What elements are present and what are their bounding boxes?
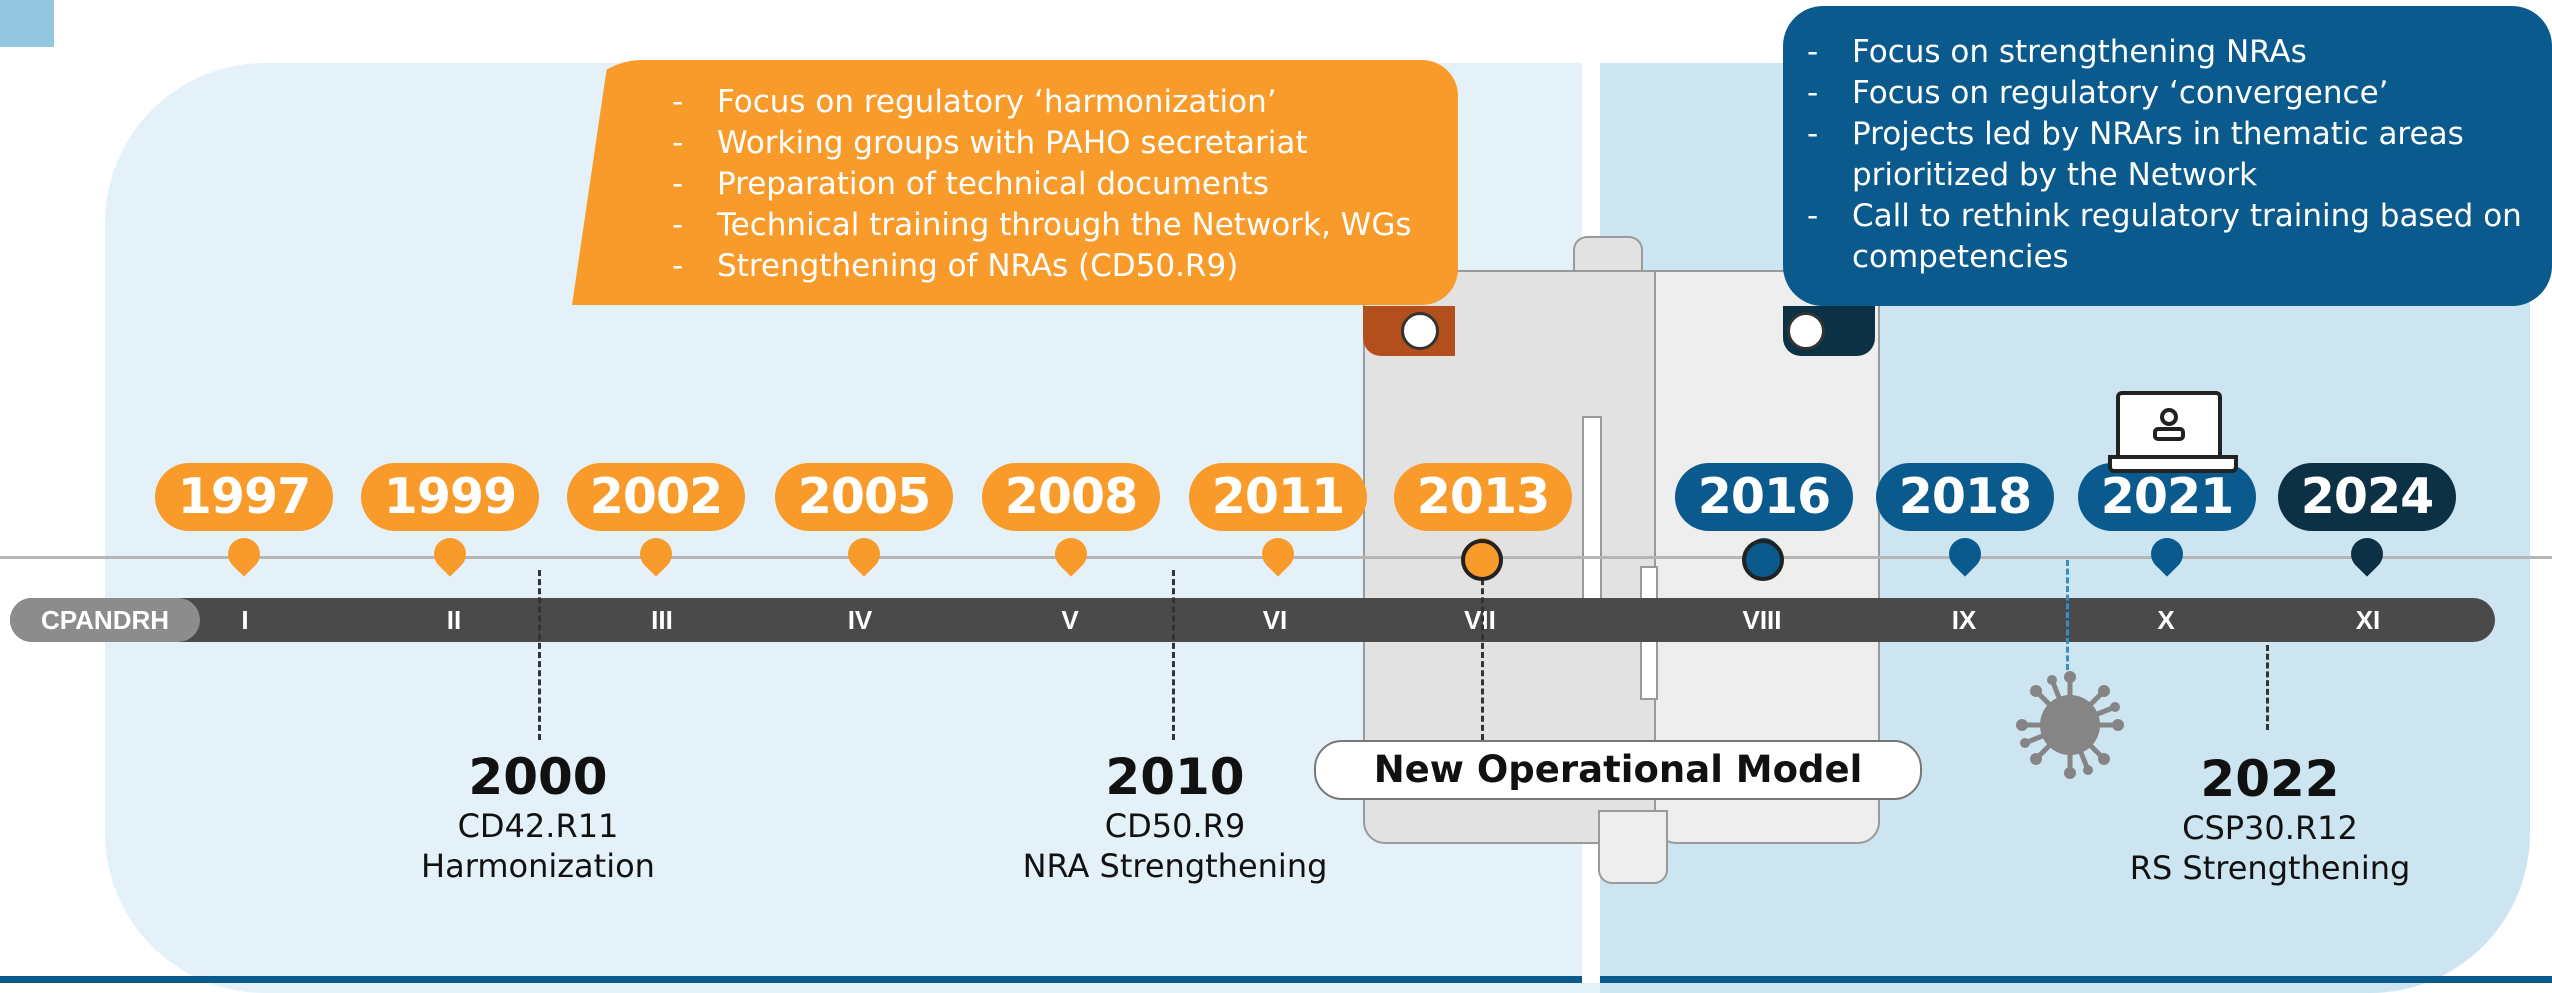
laptop-icon [2116, 391, 2222, 463]
orange-callout-item: Working groups with PAHO secretariat [672, 123, 1432, 164]
door-right-tab [1598, 810, 1668, 884]
milestone-code: CD42.R11 [457, 807, 619, 845]
year-pill: 1997 [155, 463, 333, 531]
milestone-connector [538, 570, 541, 740]
orange-callout-list: Focus on regulatory ‘harmonization’ Work… [672, 82, 1432, 287]
milestone-connector [1481, 570, 1484, 740]
orange-callout-item: Technical training through the Network, … [672, 205, 1432, 246]
year-pill: 2008 [982, 463, 1160, 531]
year-pill: 2024 [2278, 463, 2456, 531]
door-slot-upper [1582, 416, 1602, 610]
year-pill: 2011 [1189, 463, 1367, 531]
conference-label: IV [847, 605, 873, 635]
virus-icon [2010, 665, 2130, 785]
blue-callout-item: Focus on strengthening NRAs [1807, 32, 2547, 73]
conference-label: II [446, 605, 462, 635]
blue-callout-item: Projects led by NRArs in thematic areas … [1807, 114, 2547, 196]
milestone-2010: 2010 CD50.R9 NRA Strengthening [985, 748, 1365, 886]
bottom-rule-right [1600, 976, 2552, 983]
conference-label: I [241, 605, 249, 635]
bottom-rule-left [0, 976, 1582, 983]
milestone-label: RS Strengthening [2129, 849, 2411, 887]
conference-label: IX [1951, 605, 1977, 635]
orange-callout-item: Focus on regulatory ‘harmonization’ [672, 82, 1432, 123]
pandemic-connector [2066, 560, 2069, 670]
milestone-2000: 2000 CD42.R11 Harmonization [368, 748, 708, 886]
milestone-year: 2010 [1105, 748, 1245, 806]
orange-callout-item: Strengthening of NRAs (CD50.R9) [672, 246, 1432, 287]
conference-label: VIII [1742, 605, 1782, 635]
blue-callout-list: Focus on strengthening NRAs Focus on reg… [1807, 32, 2547, 278]
milestone-connector [2266, 645, 2269, 730]
milestone-2022: 2022 CSP30.R12 RS Strengthening [2090, 750, 2450, 888]
blue-callout-tab [1783, 306, 1875, 356]
callout-dot-icon [1401, 312, 1439, 350]
orange-callout-item: Preparation of technical documents [672, 164, 1432, 205]
conference-track [10, 598, 2495, 642]
conference-label: VI [1262, 605, 1288, 635]
milestone-label: Harmonization [421, 847, 655, 885]
corner-accent [0, 0, 54, 47]
milestone-code: CSP30.R12 [2182, 809, 2358, 847]
conference-label: VII [1464, 605, 1496, 635]
new-operational-model-label: New Operational Model [1314, 740, 1922, 800]
year-pill: 2018 [1876, 463, 2054, 531]
year-2013-ring [1461, 539, 1503, 581]
conference-label: V [1061, 605, 1079, 635]
milestone-label: NRA Strengthening [1022, 847, 1328, 885]
year-2016-ring [1742, 539, 1784, 581]
conference-label: X [2157, 605, 2175, 635]
orange-callout-tab [1363, 306, 1455, 356]
year-pill: 2021 [2078, 463, 2256, 531]
year-pill: 2005 [775, 463, 953, 531]
year-pill: 2016 [1675, 463, 1853, 531]
year-pill: 1999 [361, 463, 539, 531]
laptop-base [2108, 455, 2238, 473]
milestone-connector [1172, 570, 1175, 740]
milestone-code: CD50.R9 [1104, 807, 1246, 845]
year-pill: 2002 [567, 463, 745, 531]
conference-label: XI [2355, 605, 2381, 635]
blue-callout-item: Focus on regulatory ‘convergence’ [1807, 73, 2547, 114]
year-pill: 2013 [1394, 463, 1572, 531]
callout-dot-icon [1787, 312, 1825, 350]
milestone-year: 2022 [2200, 750, 2340, 808]
track-label: CPANDRH [10, 598, 200, 642]
blue-callout-item: Call to rethink regulatory training base… [1807, 196, 2547, 278]
milestone-year: 2000 [468, 748, 608, 806]
conference-label: III [651, 605, 673, 635]
